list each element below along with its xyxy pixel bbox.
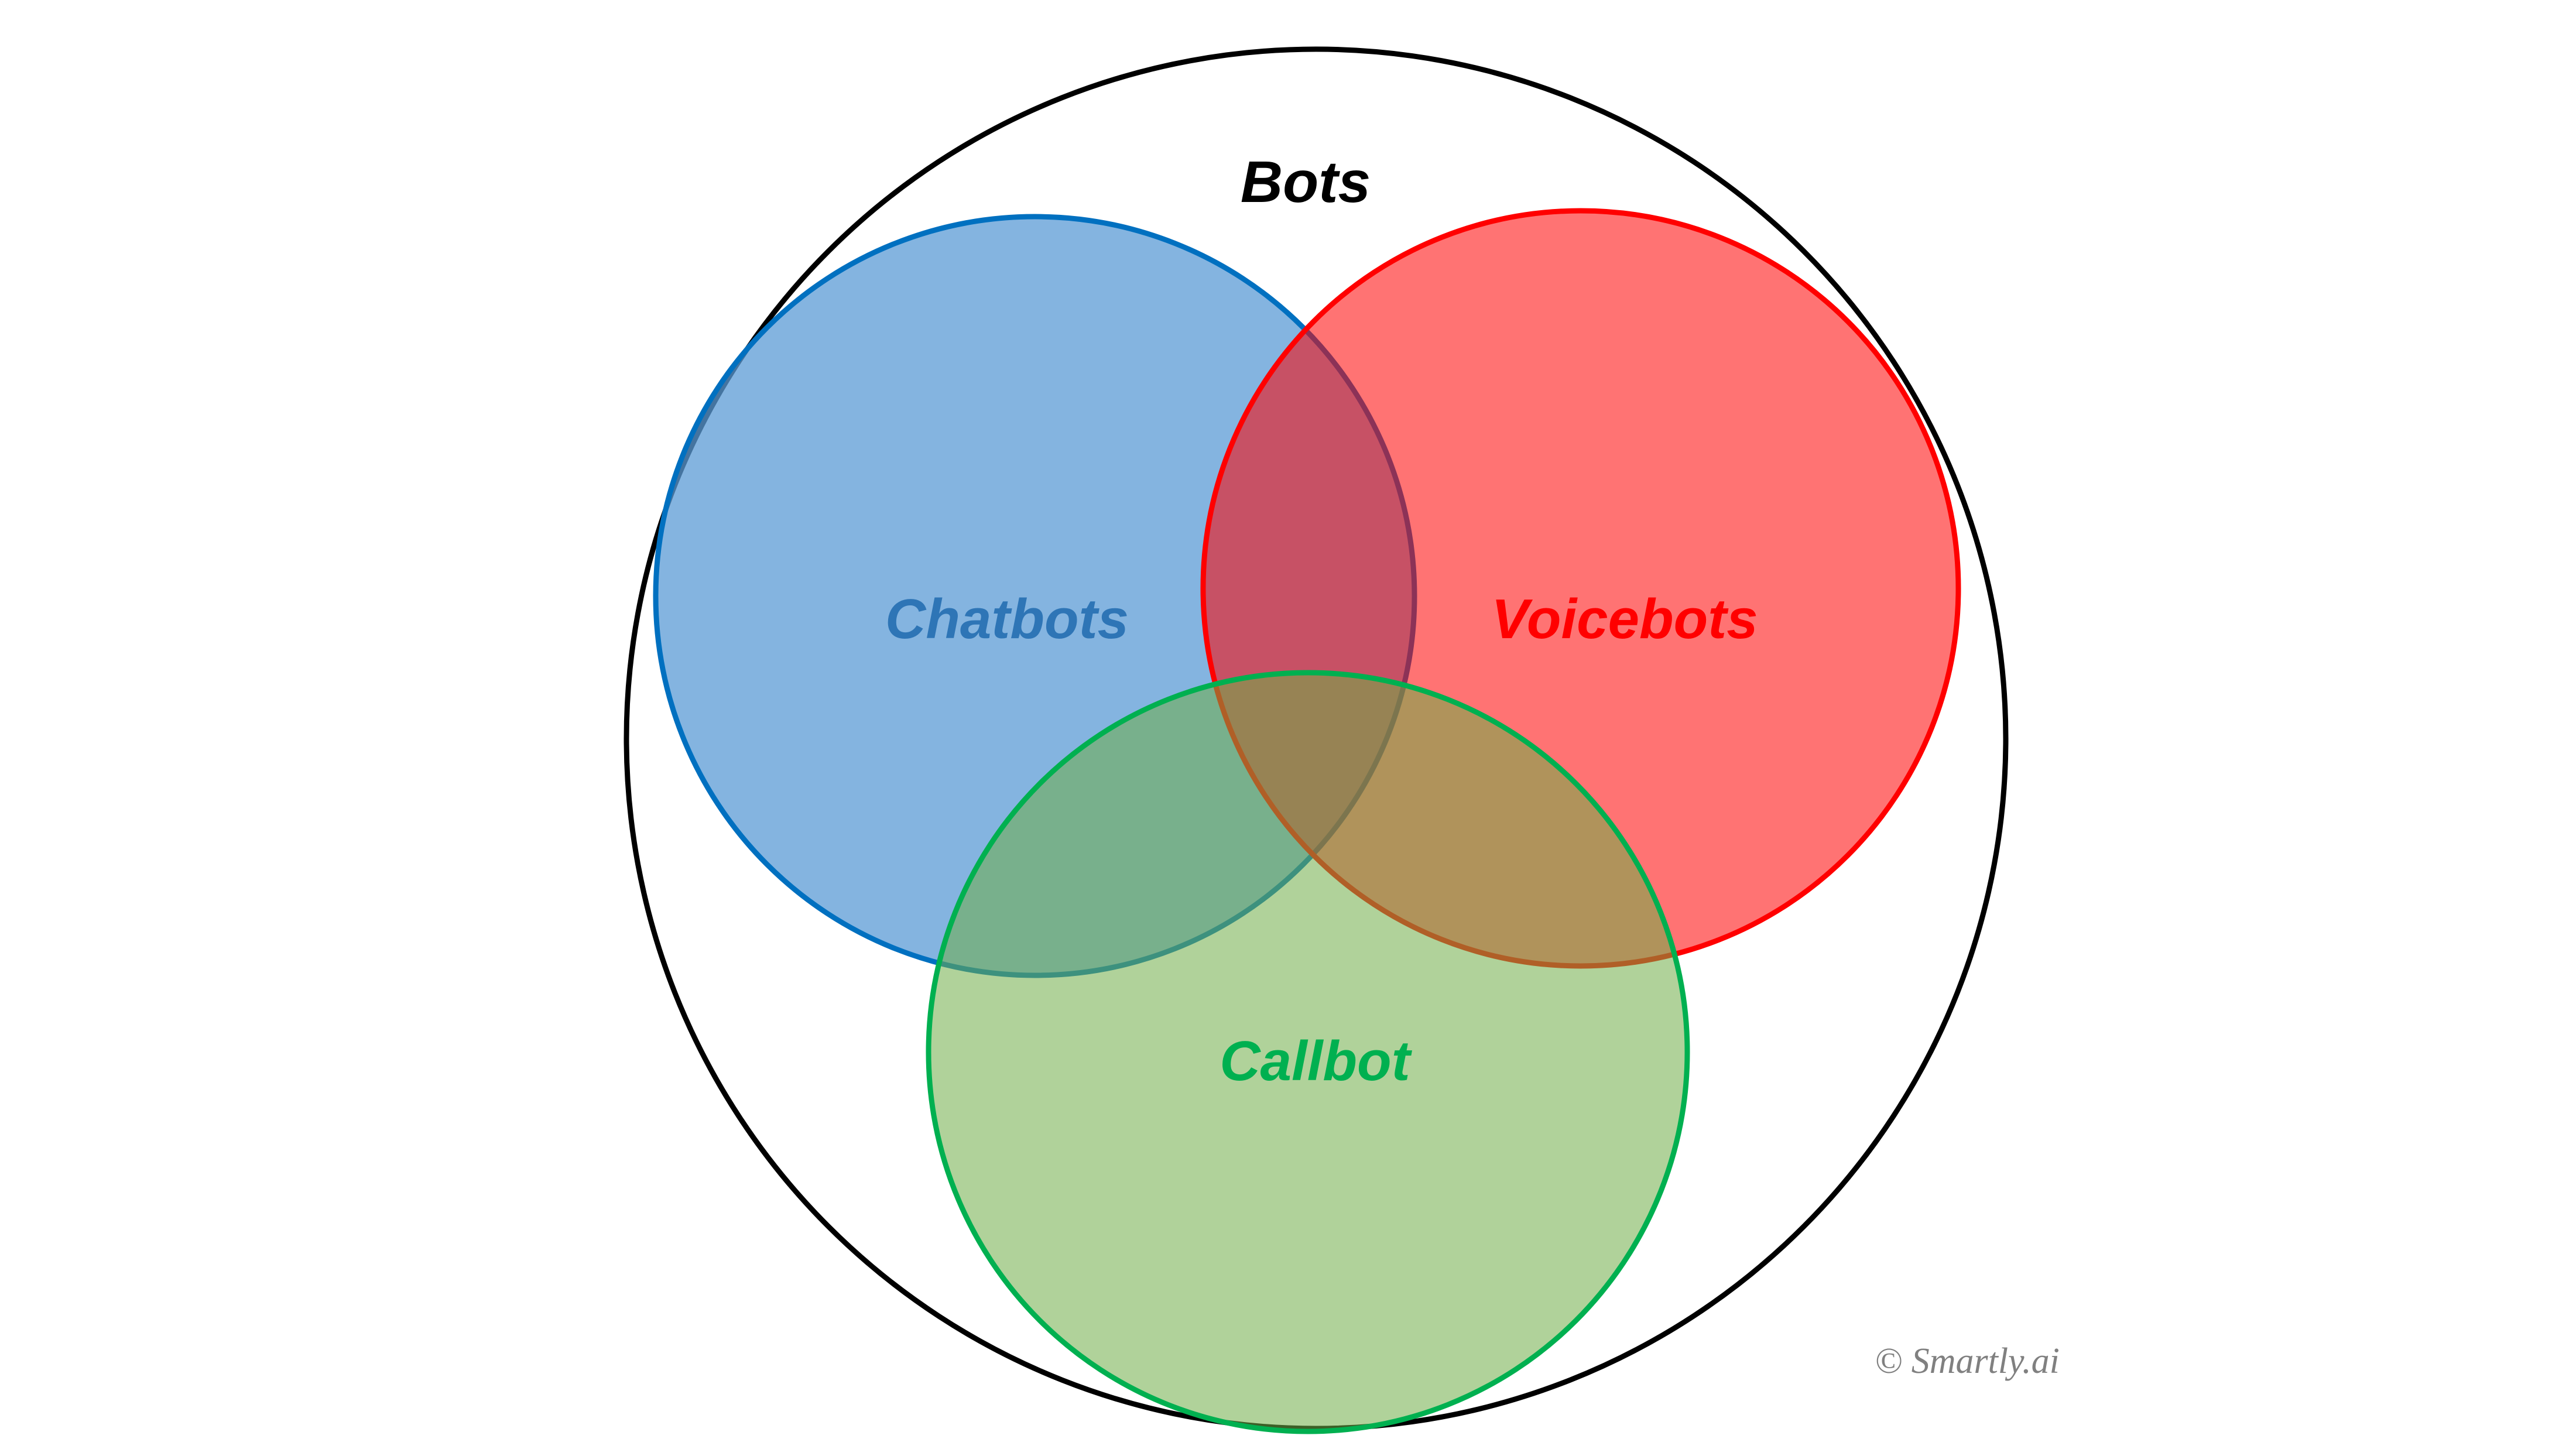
diagram-title: Bots: [1241, 149, 1371, 215]
attribution-text: © Smartly.ai: [1875, 1341, 2060, 1381]
voicebots-label: Voicebots: [1491, 588, 1758, 650]
chatbots-label: Chatbots: [885, 588, 1129, 650]
callbot-label: Callbot: [1220, 1030, 1412, 1092]
callbot-circle: [926, 670, 1690, 1434]
